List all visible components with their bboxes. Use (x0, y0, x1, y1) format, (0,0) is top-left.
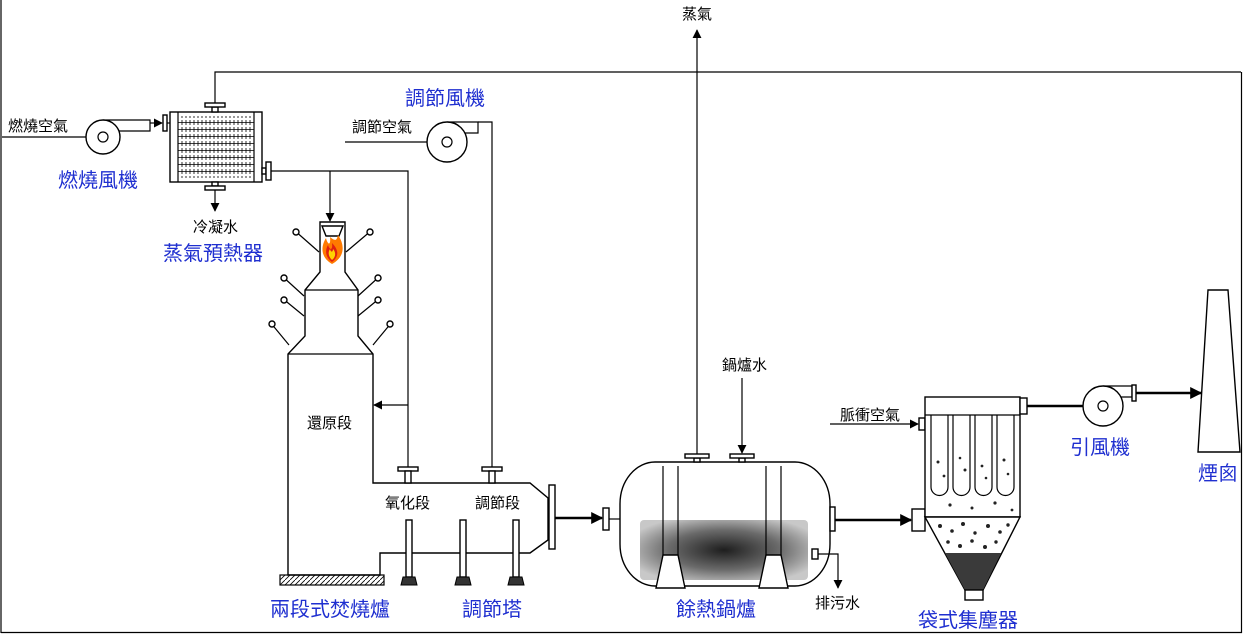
pulse-air-label: 脈衝空氣 (840, 407, 900, 424)
adjust-tower-label: 調節塔 (462, 598, 522, 621)
bag-filter-icon (923, 396, 1022, 601)
adjust-air-label: 調節空氣 (352, 118, 412, 136)
boiler-water-label: 鍋爐水 (722, 357, 767, 374)
hot-air-line (271, 170, 409, 467)
induced-fan-label: 引風機 (1070, 436, 1130, 459)
adjust-fan-label: 調節風機 (405, 87, 485, 110)
boiler-outlet-flange (829, 506, 836, 532)
bag-filter-label: 袋式集塵器 (918, 609, 1018, 632)
blowdown-flange (811, 548, 819, 560)
pulse-air-flange (918, 417, 926, 431)
flame-icon (322, 235, 343, 264)
burner-nozzle (320, 225, 345, 237)
boiler-inlet-flange (602, 507, 610, 531)
waste-heat-boiler-label: 餘熱鍋爐 (676, 598, 756, 621)
induced-fan-icon (1082, 384, 1137, 427)
incinerator-label: 兩段式焚燒爐 (270, 598, 390, 621)
oxidation-section-label: 氧化段 (385, 495, 430, 512)
steam-preheater-label: 蒸氣預熱器 (163, 242, 263, 265)
adjust-fan-outlet-line (478, 121, 493, 467)
bag-filter-outlet-flange (1019, 397, 1028, 415)
blowdown-label: 排污水 (815, 595, 860, 612)
adjust-section-label: 調節段 (475, 494, 520, 512)
combustion-air-label: 燃燒空氣 (8, 117, 68, 135)
duct-outlet-flange (548, 484, 556, 550)
adjust-fan-icon (426, 121, 479, 163)
spray-nozzles-left (268, 228, 320, 346)
steam-header-line (214, 71, 1241, 103)
adjust-inlet-flange (481, 466, 503, 484)
steam-preheater-icon (169, 102, 272, 191)
steam-label: 蒸氣 (682, 6, 712, 23)
spray-nozzles-right (345, 228, 394, 346)
chimney-icon (1197, 289, 1241, 453)
bag-filter-inlet-flange (911, 508, 926, 532)
condensate-label: 冷凝水 (193, 219, 238, 236)
preheater-inlet-flange (162, 114, 168, 132)
adjust-tower-legs (400, 519, 525, 586)
chimney-label: 煙囪 (1198, 462, 1238, 485)
incinerator-base (279, 574, 385, 586)
combustion-fan-icon (85, 119, 151, 155)
oxidation-inlet-flange (397, 466, 419, 484)
dust-particles (936, 456, 1014, 549)
reduction-section-label: 還原段 (307, 415, 352, 432)
blowdown-line (818, 553, 843, 589)
waste-heat-boiler-icon (619, 453, 831, 589)
combustion-fan-label: 燃燒風機 (58, 169, 138, 192)
incinerator-chamber (287, 221, 549, 576)
